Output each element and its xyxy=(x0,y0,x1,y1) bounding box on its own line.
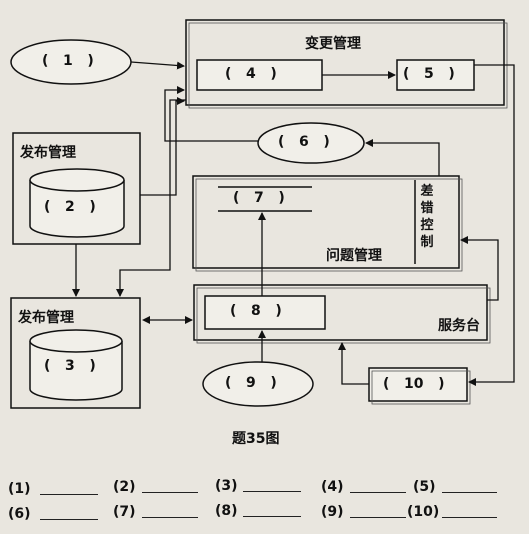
cylinder-3-top xyxy=(29,329,123,353)
answer-label-10: (10) xyxy=(407,504,440,520)
cylinder-2 xyxy=(29,180,125,238)
problem-management-label: 问题管理 xyxy=(326,248,382,264)
release-management-bottom-box xyxy=(10,297,141,409)
release-management-top-label: 发布管理 xyxy=(20,145,76,161)
error-control-char-2: 错 xyxy=(420,201,434,216)
ellipse-9 xyxy=(202,361,314,407)
problem-management-box xyxy=(192,175,460,269)
change-management-box xyxy=(185,19,505,106)
answer-blank-1[interactable] xyxy=(40,494,98,495)
cylinder-3 xyxy=(29,341,123,401)
arrow-release-top-to-change xyxy=(140,97,185,196)
cylinder-2-top xyxy=(29,168,125,192)
arrow-1-to-change xyxy=(130,61,185,70)
error-control-label: 差 错 控 制 xyxy=(418,183,436,251)
error-control-char-1: 差 xyxy=(420,184,434,199)
arrow-10-to-service xyxy=(338,342,369,385)
arrow-problem-to-6 xyxy=(365,139,440,176)
slot-9: ( 9 ) xyxy=(225,375,277,391)
answer-label-1: (1) xyxy=(8,481,31,497)
arrow-service-to-release-bottom-head xyxy=(142,316,150,324)
answer-blank-3[interactable] xyxy=(243,491,301,492)
answer-blank-8[interactable] xyxy=(243,516,301,517)
slot-2: ( 2 ) xyxy=(44,199,96,215)
answer-blank-7[interactable] xyxy=(142,517,198,518)
slot-3: ( 3 ) xyxy=(44,358,96,374)
problem-management-box-shadow xyxy=(195,178,463,272)
box-10-shadow xyxy=(371,370,471,405)
ellipse-6 xyxy=(257,122,365,164)
answer-blank-4[interactable] xyxy=(350,492,406,493)
answer-label-5: (5) xyxy=(413,479,436,495)
answer-blank-9[interactable] xyxy=(350,517,406,518)
error-control-char-4: 制 xyxy=(420,235,434,250)
answer-label-6: (6) xyxy=(8,506,31,522)
box-5 xyxy=(396,59,475,91)
figure-caption: 题35图 xyxy=(232,431,280,447)
answer-label-3: (3) xyxy=(215,478,238,494)
arrow-service-to-problem xyxy=(460,236,499,301)
release-management-bottom-label: 发布管理 xyxy=(18,310,74,326)
answer-label-2: (2) xyxy=(113,479,136,495)
answer-blank-6[interactable] xyxy=(40,519,98,520)
service-desk-label: 服务台 xyxy=(438,318,480,334)
answer-label-8: (8) xyxy=(215,503,238,519)
slot-10: ( 10 ) xyxy=(383,376,445,392)
answer-blank-10[interactable] xyxy=(442,517,497,518)
slot-8: ( 8 ) xyxy=(230,303,282,319)
answer-label-7: (7) xyxy=(113,504,136,520)
slot-5: ( 5 ) xyxy=(403,66,455,82)
answer-blank-5[interactable] xyxy=(442,492,497,493)
box-8 xyxy=(204,295,326,330)
answer-label-4: (4) xyxy=(321,479,344,495)
slot-7: ( 7 ) xyxy=(233,190,285,206)
slot-4: ( 4 ) xyxy=(225,66,277,82)
arrow-5-to-10 xyxy=(468,64,515,386)
error-control-char-3: 控 xyxy=(420,218,434,233)
service-desk-box xyxy=(193,284,488,341)
arrow-6-to-change xyxy=(164,86,258,142)
arrow-change-to-release-bottom xyxy=(116,99,186,297)
slot-1: ( 1 ) xyxy=(42,53,94,69)
box-10 xyxy=(368,367,468,402)
answer-label-9: (9) xyxy=(321,504,344,520)
slot-6: ( 6 ) xyxy=(278,134,330,150)
change-management-label: 变更管理 xyxy=(305,36,361,52)
answer-blank-2[interactable] xyxy=(142,492,198,493)
